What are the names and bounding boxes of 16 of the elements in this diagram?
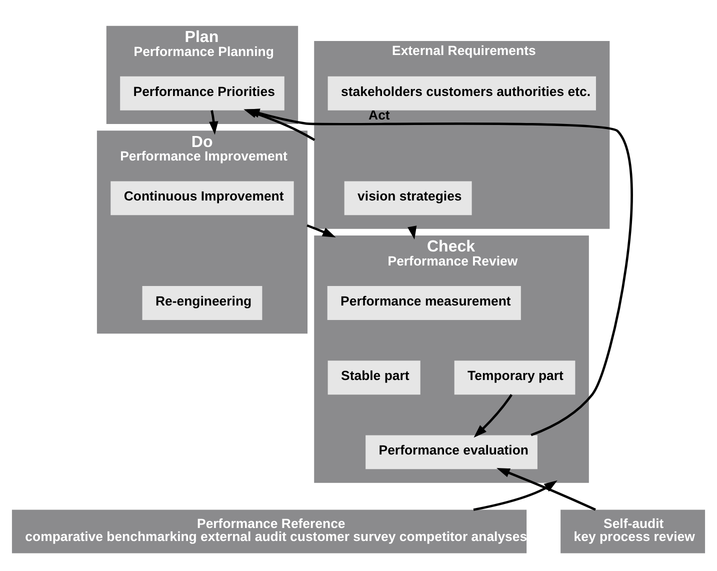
node-box: stakeholders customers authorities etc. bbox=[328, 76, 596, 110]
node-box: Self-audit key process review bbox=[560, 509, 706, 553]
node-box: Re-engineering bbox=[142, 286, 262, 320]
node-box: Temporary part bbox=[454, 360, 576, 394]
node-box: Stable part bbox=[328, 360, 420, 394]
node-box: Continuous Improvement bbox=[110, 180, 294, 215]
arrow bbox=[209, 110, 218, 134]
arrow bbox=[306, 224, 336, 237]
arrow bbox=[496, 467, 596, 510]
node-box: Performance Priorities bbox=[120, 76, 284, 110]
node-box: Performance measurement bbox=[327, 286, 521, 320]
node-box: vision strategies bbox=[344, 180, 472, 215]
arrow bbox=[473, 480, 558, 510]
node-box: Performance Reference comparative benchmarking external audit customer survey competitor analyses bbox=[12, 509, 527, 553]
arrow bbox=[474, 394, 513, 438]
node-box: Performance evaluation bbox=[366, 434, 538, 469]
